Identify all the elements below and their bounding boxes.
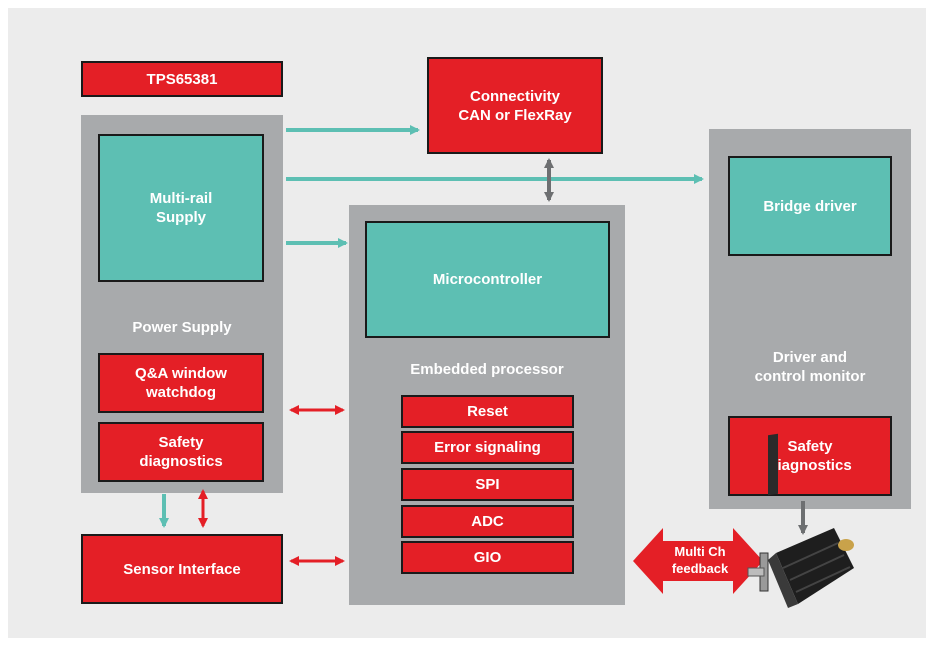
title-box: TPS65381 [81,61,283,97]
power-safety-diagnostics-text: Safety diagnostics [139,434,223,470]
adc-text: ADC [471,513,504,530]
microcontroller-text: Microcontroller [432,271,543,288]
multi-rail-supply-text: Multi-rail Supply [149,190,213,226]
error-signaling-text: Error signaling [434,439,541,456]
microcontroller-box: Microcontroller [365,221,610,338]
sensor-interface-text: Sensor Interface [123,560,241,578]
power-safety-diagnostics-box: Safety diagnostics [98,422,264,482]
power-supply-label: Power Supply [132,319,232,336]
bridge-driver-box: Bridge driver [728,156,892,256]
gio-text: GIO [473,549,502,566]
watchdog-box: Q&A window watchdog [98,353,264,413]
connectivity-text: Connectivity CAN or FlexRay [458,87,572,124]
sensor-interface-box: Sensor Interface [81,534,283,604]
spi-box: SPI [401,468,574,501]
reset-box: Reset [401,395,574,428]
watchdog-text: Q&A window watchdog [135,365,227,401]
title-text: TPS65381 [146,70,218,88]
adc-box: ADC [401,505,574,538]
diagram-canvas: TPS65381 Multi-rail Supply Power Supply … [8,8,926,638]
multi-rail-supply-box: Multi-rail Supply [98,134,264,282]
reset-text: Reset [467,403,508,420]
error-signaling-box: Error signaling [401,431,574,464]
connector-layer [159,125,854,608]
spi-text: SPI [475,476,500,493]
gio-box: GIO [401,541,574,574]
driver-safety-diagnostics-box: Safety diagnostics [728,416,892,496]
connectivity-box: Connectivity CAN or FlexRay [427,57,603,154]
feedback-arrow [633,528,763,594]
embedded-processor-label: Embedded processor [410,361,564,378]
driver-safety-diagnostics-text: Safety diagnostics [768,438,852,474]
motor-icon [747,433,854,608]
feedback-label: Multi Ch feedback [671,544,729,576]
bridge-driver-text: Bridge driver [763,197,857,215]
driver-monitor-label: Driver and control monitor [754,349,866,385]
